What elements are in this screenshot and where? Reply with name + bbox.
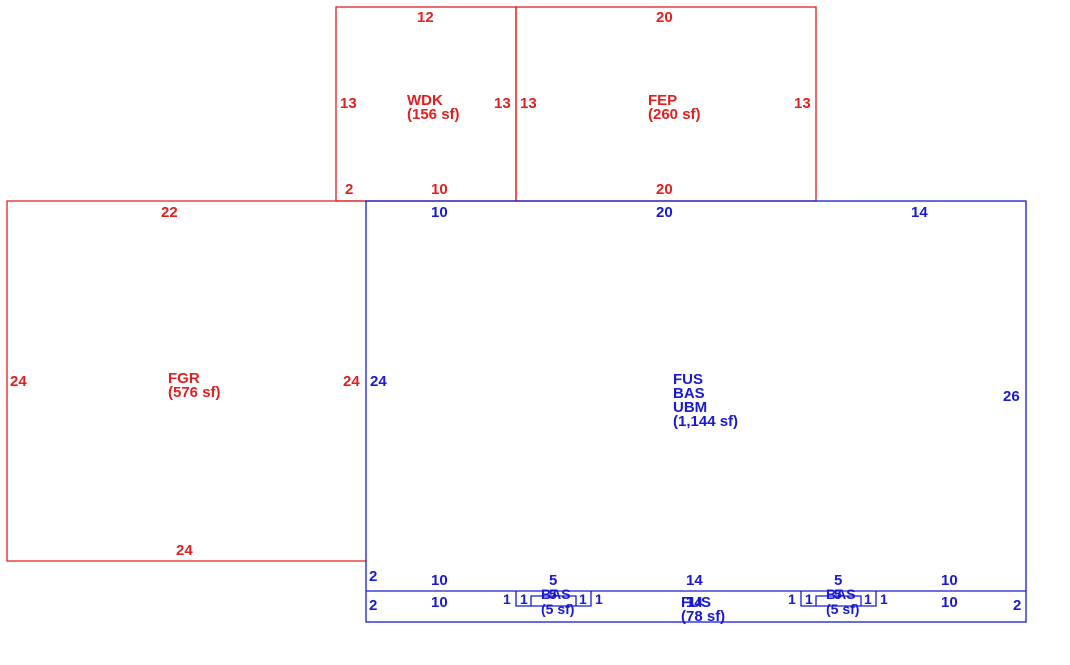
bay-right-inner: [815, 595, 862, 606]
bay-right-outline: [800, 591, 877, 607]
fgr-outline: [6, 200, 366, 562]
main-code-3: UBM: [673, 399, 707, 416]
bay-right-code: BAS: [826, 586, 856, 602]
wdk-code: WDK: [407, 92, 443, 109]
bay-right-dim-4: 1: [864, 591, 872, 607]
main-dim-bottom-d: 5: [834, 572, 842, 589]
fep-dim-left: 13: [520, 95, 537, 112]
main-dim-bottom-c: 14: [686, 572, 703, 589]
strip-dim-a: 10: [431, 594, 448, 611]
bay-right-dim-1: 1: [788, 591, 796, 607]
main-dim-top-b: 20: [656, 204, 673, 221]
bay-left-dim-5: 1: [595, 591, 603, 607]
bay-left-outline: [515, 591, 592, 607]
fep-dim-bottom: 20: [656, 181, 673, 198]
wdk-dim-top: 12: [417, 9, 434, 26]
wdk-dim-bottom: 10: [431, 181, 448, 198]
bay-right-area: (5 sf): [826, 601, 859, 617]
fep-area: (260 sf): [648, 106, 701, 123]
fgr-area: (576 sf): [168, 384, 221, 401]
main-dim-right: 26: [1003, 388, 1020, 405]
strip-area: (78 sf): [681, 608, 725, 625]
fep-dim-top: 20: [656, 9, 673, 26]
main-outline: [365, 200, 1027, 623]
main-area: (1,144 sf): [673, 413, 738, 430]
strip-dim-c: 14: [686, 594, 703, 611]
main-dim-left: 24: [370, 373, 387, 390]
wdk-dim-left: 13: [340, 95, 357, 112]
bay-left-dim-1: 1: [503, 591, 511, 607]
main-dim-top-c: 14: [911, 204, 928, 221]
main-code-1: FUS: [673, 371, 703, 388]
bay-left-dim-4: 1: [579, 591, 587, 607]
main-dim-bottom-short: 2: [369, 568, 377, 585]
bay-right-dim-3: 5: [834, 586, 842, 602]
strip-dim-left: 2: [369, 597, 377, 614]
bay-left-dim-2: 1: [520, 591, 528, 607]
fgr-dim-bottom: 24: [176, 542, 193, 559]
main-dim-bottom-a: 10: [431, 572, 448, 589]
bay-left-dim-3: 5: [549, 586, 557, 602]
fgr-dim-top: 22: [161, 204, 178, 221]
strip-dim-e: 10: [941, 594, 958, 611]
bay-left-area: (5 sf): [541, 601, 574, 617]
strip-dim-right: 2: [1013, 597, 1021, 614]
wdk-dim-bottom-short: 2: [345, 181, 353, 198]
wdk-dim-right: 13: [494, 95, 511, 112]
bay-left-code: BAS: [541, 586, 571, 602]
main-dim-top-a: 10: [431, 204, 448, 221]
fgr-code: FGR: [168, 370, 200, 387]
main-dim-bottom-e: 10: [941, 572, 958, 589]
strip-code: FUS: [681, 594, 711, 611]
fep-dim-right: 13: [794, 95, 811, 112]
bay-right-dim-2: 1: [805, 591, 813, 607]
main-code-2: BAS: [673, 385, 705, 402]
fgr-dim-right: 24: [343, 373, 360, 390]
main-dim-bottom-b: 5: [549, 572, 557, 589]
wdk-area: (156 sf): [407, 106, 460, 123]
bay-left-inner: [530, 595, 577, 606]
fgr-dim-left: 24: [10, 373, 27, 390]
bay-right-dim-5: 1: [880, 591, 888, 607]
fep-code: FEP: [648, 92, 677, 109]
